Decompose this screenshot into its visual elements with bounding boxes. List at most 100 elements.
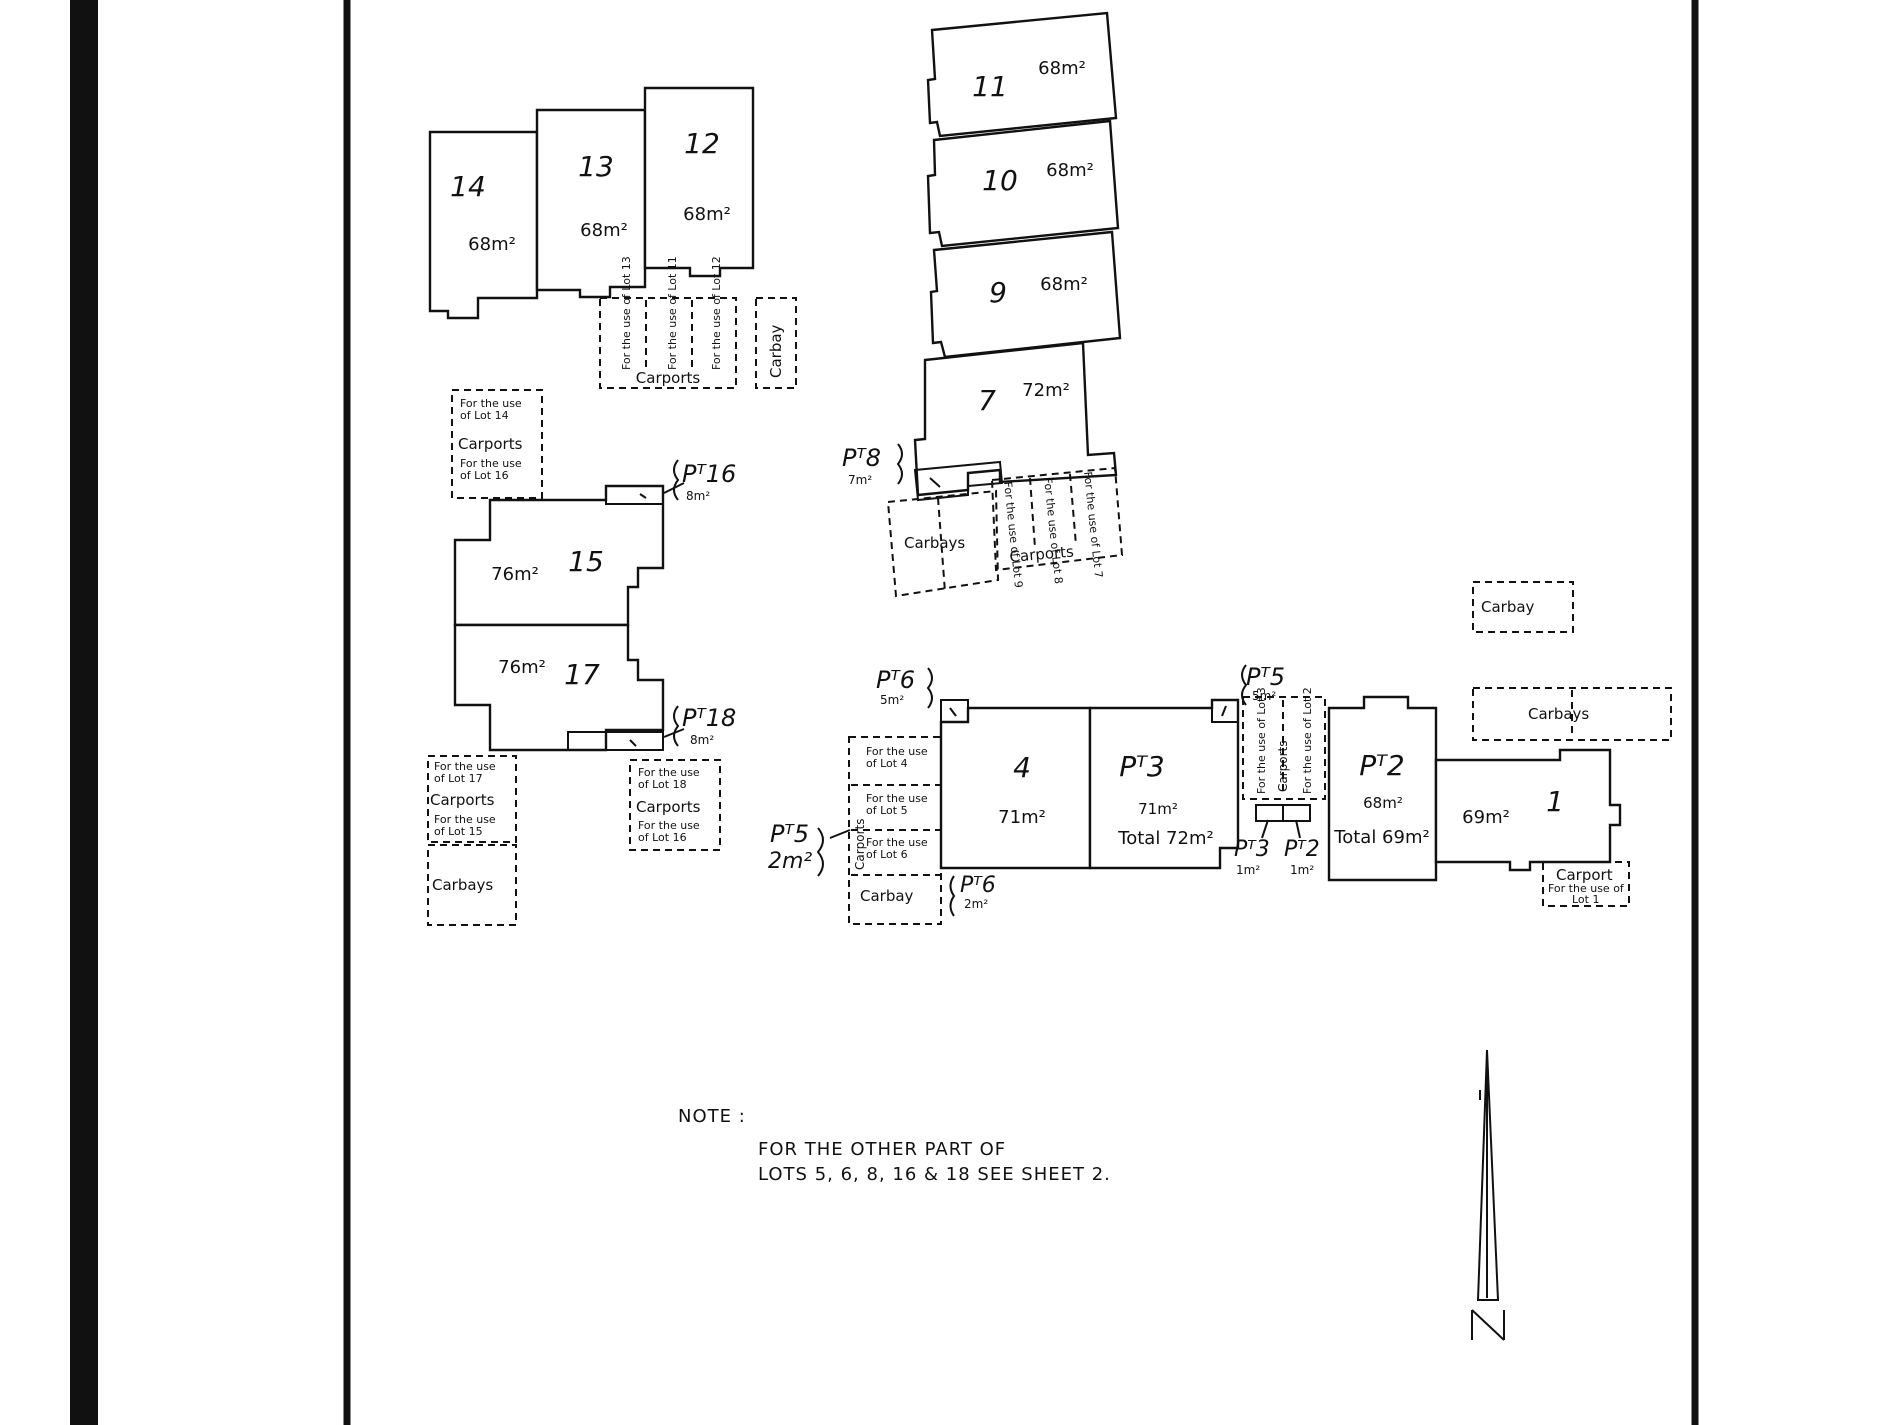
lot-11-area: 68m² [1038,58,1086,79]
pt5a-area: 5m² [1252,689,1276,703]
lot-2-area: 68m² [1363,794,1403,812]
carports-c-label: Carports [853,818,867,870]
carports-lots-3-2: For the use of Lot 3 Carports For the us… [1242,687,1326,800]
pt16-area: 8m² [686,489,710,503]
carports-lots-17-15: For the use of Lot 17 Carports For the u… [427,755,517,843]
part-lot-8-a [913,460,1004,502]
lot-10-number: 10 [982,164,1018,197]
carports-bl-label: Carports [430,791,495,809]
carport-lot17-line1: For the use [434,760,496,773]
carbay-c-label: Carbay [860,887,914,905]
part-lot-18-a [567,731,664,751]
carbays-centre-label: Carbays [904,534,965,552]
lot-12-area: 68m² [683,204,731,225]
pt6a-area: 5m² [880,693,904,707]
lot-17-area: 76m² [498,657,546,678]
lot-3-number: Pᵀ3 [1119,750,1164,783]
carport-lot16-line1: For the use [460,457,522,470]
lot-2-number: Pᵀ2 [1359,749,1404,782]
carport-lot18-line2: of Lot 18 [638,778,687,791]
lot-4-area: 71m² [998,807,1046,828]
lot-12-number: 12 [684,127,720,160]
note-line-2: LOTS 5, 6, 8, 16 & 18 SEE SHEET 2. [758,1164,1111,1185]
lot-7-area: 72m² [1022,380,1070,401]
carports-lots-14-16: For the use of Lot 14 Carports For the u… [451,389,543,499]
pt3-area: 1m² [1236,863,1260,877]
carport-lot4-line1: For the use [866,745,928,758]
carport-lot1-label: Carport [1556,866,1613,884]
pt6a-label: Pᵀ6 [876,666,915,694]
lot-15-area: 76m² [491,564,539,585]
lot-4-number: 4 [1013,751,1031,784]
lot-2: Pᵀ2 68m² Total 69m² [1327,695,1438,882]
lot-10-area: 68m² [1046,160,1094,181]
pt6b-label: Pᵀ6 [960,873,996,898]
carbays-centre: Carbays [886,489,1000,598]
lot-15: 15 76m² [453,484,665,627]
lot-3: Pᵀ3 71m² Total 72m² [1088,698,1240,870]
lot-1: 1 69m² [1434,748,1622,872]
carport-lot16-line2: of Lot 16 [460,469,509,482]
carports-mid2-label: Carports [1276,740,1290,792]
carport-lot2-label: For the use of Lot 2 [1301,687,1314,794]
lot-13: 13 68m² [535,108,647,299]
carport-lot-9-label: For the use of Lot 9 [1001,481,1025,589]
lot-10: 10 68m² [926,119,1120,248]
pt5a-label: Pᵀ5 [1246,663,1285,691]
carport-lot18-line1: For the use [638,766,700,779]
note-line-1: FOR THE OTHER PART OF [758,1139,1006,1160]
carports-lots-4-5-6: For the use of Lot 4 For the use of Lot … [848,736,942,925]
lot-15-number: 15 [568,545,604,578]
pt3-label: Pᵀ3 [1234,837,1270,862]
carport-lot4-line2: of Lot 4 [866,757,908,770]
carports-top-label: Carports [636,369,701,387]
note-heading: NOTE : [678,1106,746,1127]
carports-left-label: Carports [458,435,523,453]
lot-9-area: 68m² [1040,274,1088,295]
lot-1-number: 1 [1546,785,1564,818]
carport-lot-13-label: For the use of Lot 13 [620,256,633,370]
lot-14-area: 68m² [468,234,516,255]
lot-14: 14 68m² [428,130,539,320]
pt2-area: 1m² [1290,863,1314,877]
pt16-label: Pᵀ16 [682,460,736,488]
carport-lot5-line2: of Lot 5 [866,804,908,817]
carport-lot6-line2: of Lot 6 [866,848,908,861]
lot-2-total: Total 69m² [1333,827,1429,848]
carport-lot6-line1: For the use [866,836,928,849]
carport-lot-12-label: For the use of Lot 12 [710,256,723,370]
carports-lots-9-8-7: For the use of Lot 9 For the use of Lot … [990,466,1124,589]
pt8-label: Pᵀ8 [842,444,881,472]
carport-lot1-use2: Lot 1 [1572,893,1599,906]
carport-lot5-line1: For the use [866,792,928,805]
carport-lot-7-label: For the use of Lot 7 [1081,471,1105,579]
pt18-label: Pᵀ18 [682,704,736,732]
lot-17-number: 17 [564,658,600,691]
north-arrow-icon [1471,1049,1505,1341]
lot-13-area: 68m² [580,220,628,241]
carbay-right-top-label: Carbay [1481,598,1535,616]
lot-11-number: 11 [972,70,1008,103]
carports-br-label: Carports [636,798,701,816]
carport-lot16b-line1: For the use [638,819,700,832]
carport-lot-8-label: For the use of Lot 8 [1041,477,1065,585]
carports-mid-label: Carports [1009,542,1075,566]
pt5b-label: Pᵀ5 [770,820,809,848]
lot-17: 17 76m² [453,623,665,752]
carport-lot-11-label: For the use of Lot 11 [666,256,679,370]
carport-lot1-use1: For the use of [1548,882,1625,895]
carbay-right-top: Carbay [1472,581,1574,633]
carports-lots-18-16: For the use of Lot 18 Carports For the u… [629,759,721,851]
carbays-bl-label: Carbays [432,876,493,894]
part-lot-5-a [1211,699,1239,723]
lot-14-number: 14 [450,170,486,203]
lot-13-number: 13 [578,150,614,183]
carport-lot17-line2: of Lot 17 [434,772,483,785]
carport-lot16b-line2: of Lot 16 [638,831,687,844]
lot-9-number: 9 [989,276,1007,309]
carport-lot-1: Carport For the use of Lot 1 [1542,861,1630,907]
carport-lot15-line2: of Lot 15 [434,825,483,838]
carbays-bottom-left: Carbays [427,844,517,926]
lot-1-area: 69m² [1462,807,1510,828]
